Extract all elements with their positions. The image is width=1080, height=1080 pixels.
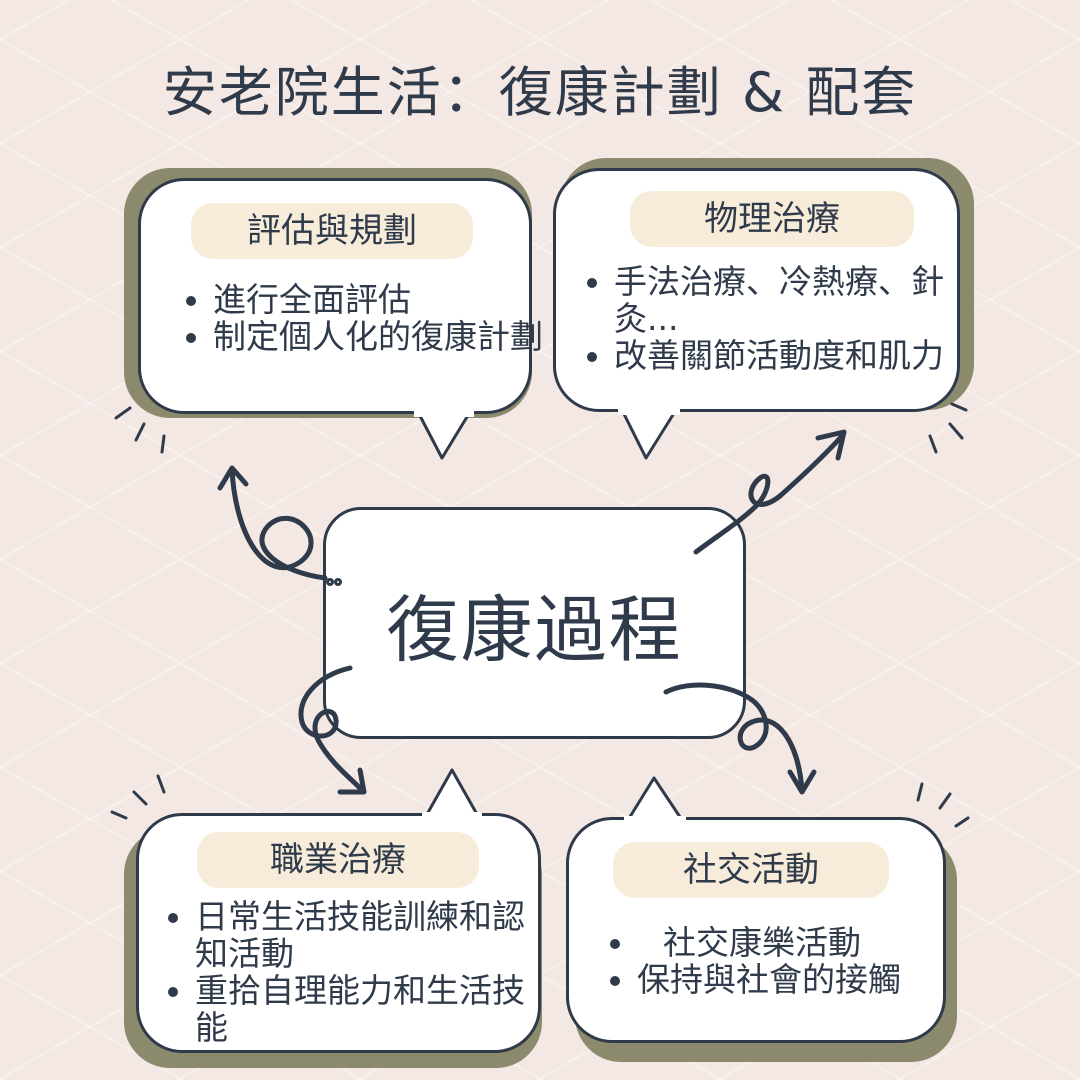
list-item: 日常生活技能訓練和認知活動: [195, 898, 555, 972]
spark-line: [928, 434, 938, 454]
spark-line: [950, 402, 968, 412]
spark-line: [132, 790, 148, 806]
card-social-activities: 社交活動 社交康樂活動 保持與社會的接觸: [566, 817, 946, 1043]
spark-marks: [110, 402, 970, 828]
card-heading: 職業治療: [197, 832, 479, 888]
card-assessment-planning: 評估與規劃 進行全面評估 制定個人化的復康計劃: [138, 178, 543, 414]
list-item: 進行全面評估: [213, 281, 543, 318]
card-heading: 物理治療: [630, 191, 914, 247]
spark-line: [954, 816, 970, 828]
card-heading: 社交活動: [613, 842, 889, 898]
arrow-head: [337, 767, 367, 795]
arrow-dot: [326, 578, 334, 586]
arrow-curve: [298, 665, 365, 793]
bubble-tail: [626, 776, 684, 821]
card-physiotherapy: 物理治療 手法治療、冷熱療、針灸... 改善關節活動度和肌力: [553, 168, 960, 412]
arrow-curve: [663, 682, 805, 793]
arrow-curve: [693, 433, 845, 555]
list-item: 手法治療、冷熱療、針灸...: [614, 263, 976, 337]
bubble-tail: [416, 411, 472, 460]
arrow-head: [217, 465, 249, 491]
spark-line: [134, 422, 146, 442]
bubble-tail: [424, 768, 480, 817]
spark-line: [110, 810, 128, 820]
spark-line: [160, 434, 166, 454]
page-title: 安老院生活：復康計劃 & 配套: [162, 61, 918, 124]
arrow-to-physiotherapy: [693, 429, 847, 555]
arrow-head: [815, 429, 847, 461]
card-list: 手法治療、冷熱療、針灸... 改善關節活動度和肌力: [576, 263, 976, 374]
list-item: 重拾自理能力和生活技能: [195, 972, 555, 1046]
list-item: 保持與社會的接觸: [637, 961, 967, 998]
center-card: 復康過程: [323, 507, 746, 739]
arrow-dot: [334, 578, 342, 586]
arrow-curve: [229, 467, 328, 581]
card-list: 社交康樂活動 保持與社會的接觸: [599, 924, 967, 998]
spark-line: [948, 422, 964, 440]
spark-line: [156, 774, 166, 794]
card-occupational-therapy: 職業治療 日常生活技能訓練和認知活動 重拾自理能力和生活技能: [136, 813, 541, 1053]
spark-line: [938, 792, 952, 810]
card-heading: 評估與規劃: [191, 203, 473, 259]
arrow-to-assessment: [217, 465, 342, 586]
list-item: 制定個人化的復康計劃: [213, 318, 543, 355]
list-item: 社交康樂活動: [637, 924, 967, 961]
list-item: 改善關節活動度和肌力: [614, 337, 976, 374]
spark-line: [916, 782, 924, 802]
card-list: 進行全面評估 制定個人化的復康計劃: [175, 281, 543, 355]
center-label: 復康過程: [386, 587, 683, 672]
arrow-head: [787, 769, 817, 795]
bubble-tail: [620, 409, 678, 460]
spark-line: [114, 406, 132, 420]
arrow-to-social: [663, 682, 817, 795]
arrow-to-occupational: [298, 665, 367, 795]
card-list: 日常生活技能訓練和認知活動 重拾自理能力和生活技能: [157, 898, 555, 1046]
